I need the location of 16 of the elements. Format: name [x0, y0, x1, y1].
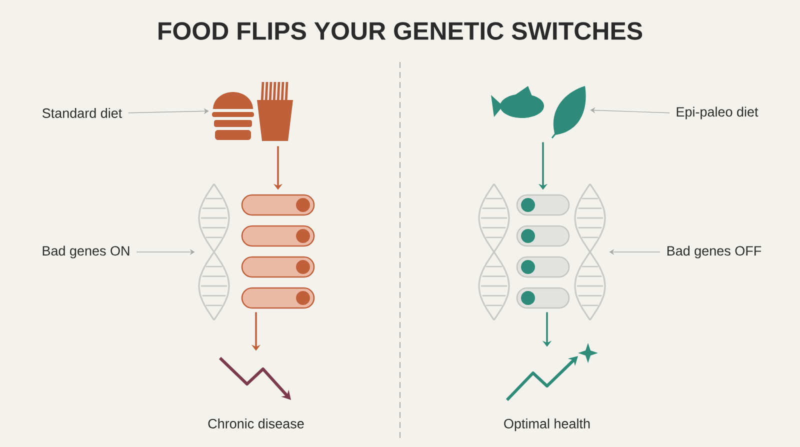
dna-helix-drawing: [478, 184, 510, 320]
toggle-switches-drawing: [516, 194, 570, 309]
dna-helix-drawing: [574, 184, 606, 320]
fish-leaf-icon: [491, 86, 586, 138]
burger-fries-icon: [212, 82, 293, 141]
annotation-label: Standard diet: [42, 108, 122, 118]
dna-helix-drawing: [198, 184, 230, 320]
falling-trend-arrow: [218, 356, 291, 400]
annotation-label: Bad genes ON: [42, 246, 130, 258]
title: FOOD FLIPS YOUR GENETIC SWITCHES: [158, 22, 642, 40]
caption-label: Chronic disease: [208, 418, 304, 428]
toggle-switches-drawing: [241, 194, 315, 309]
annotation-label: Bad genes OFF: [667, 246, 762, 258]
annotation-label: Epi-paleo diet: [676, 106, 758, 120]
rising-trend-arrow: [506, 343, 598, 402]
caption-label: Optimal health: [504, 418, 590, 432]
